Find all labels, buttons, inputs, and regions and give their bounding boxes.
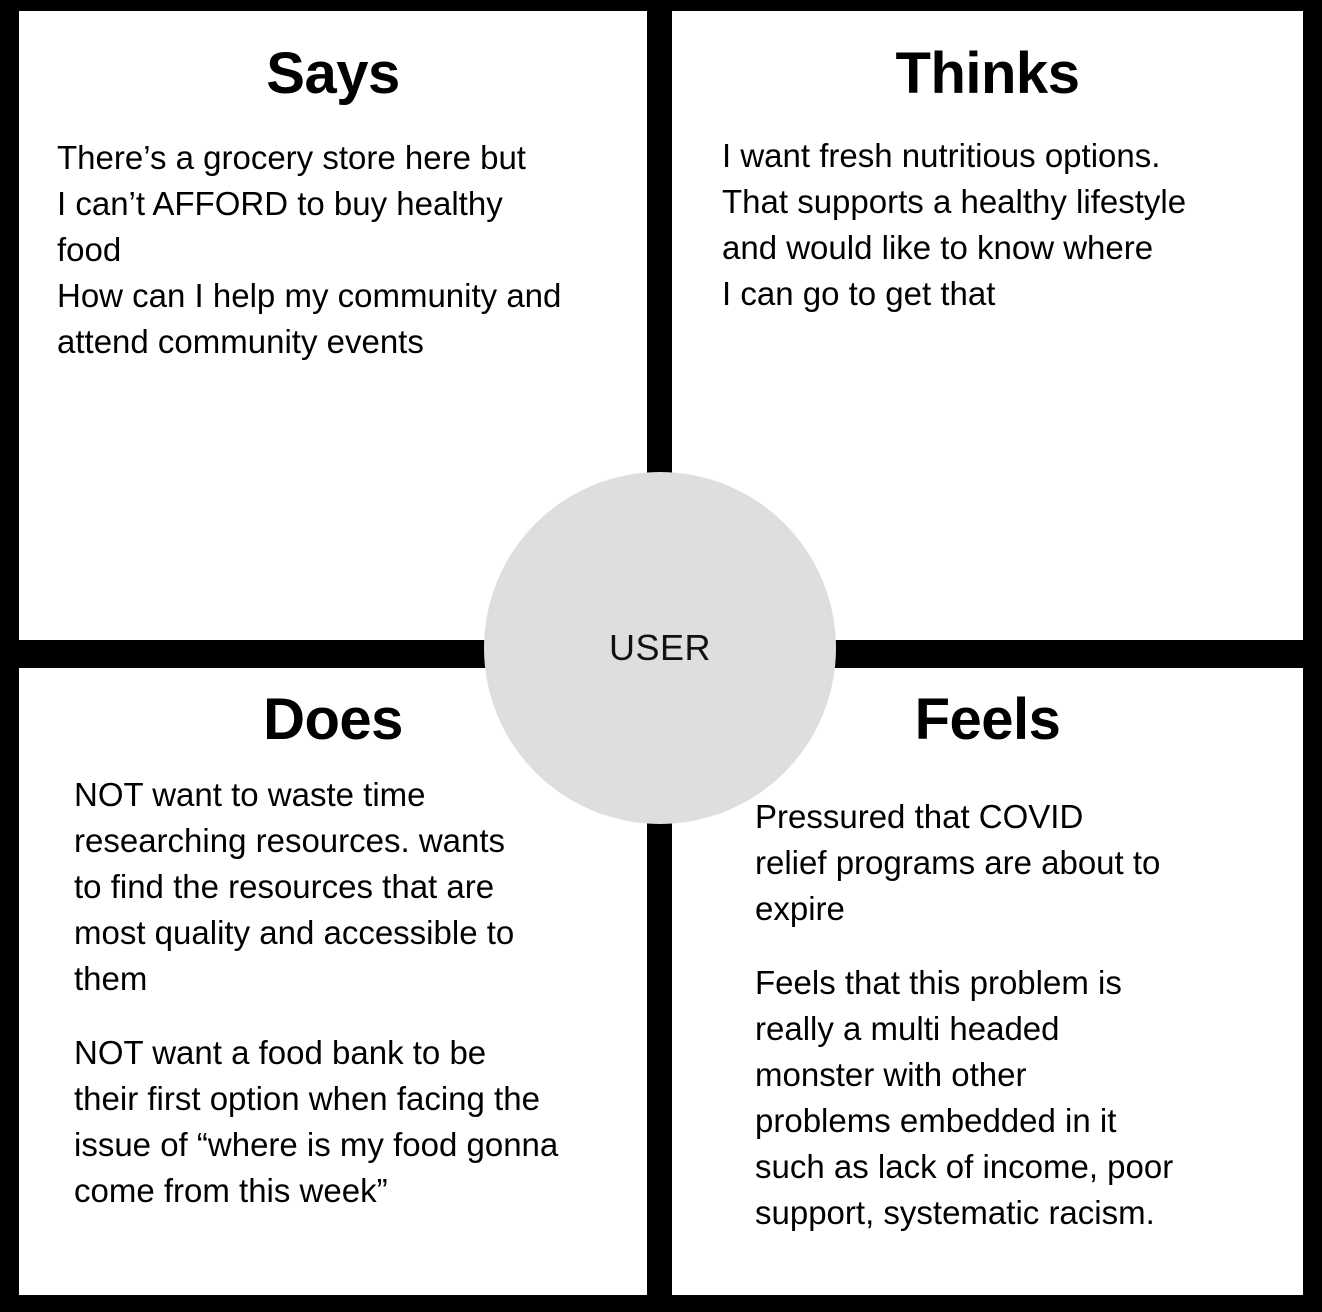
quadrant-title-feels: Feels (914, 687, 1061, 752)
quadrant-title-thinks: Thinks (895, 41, 1080, 106)
quadrant-says: Says There’s a grocery store here but I … (19, 11, 647, 640)
quadrant-body-says: There’s a grocery store here but I can’t… (57, 135, 637, 365)
quadrant-paragraph: Pressured that COVID relief programs are… (755, 798, 1161, 927)
quadrant-title-says: Says (266, 41, 400, 106)
quadrant-paragraph: NOT want a food bank to be their first o… (74, 1034, 559, 1209)
quadrant-body-feels: Pressured that COVID relief programs are… (755, 794, 1275, 1236)
quadrant-body-thinks: I want fresh nutritious options. That su… (722, 133, 1282, 317)
quadrant-paragraph: Feels that this problem is really a mult… (755, 964, 1174, 1231)
quadrant-paragraph: NOT want to waste time researching resou… (74, 776, 515, 997)
quadrant-paragraph: I want fresh nutritious options. That su… (722, 137, 1187, 312)
quadrant-does: Does NOT want to waste time researching … (19, 668, 647, 1295)
quadrant-title-does: Does (263, 687, 403, 752)
user-center-circle: USER (484, 472, 836, 824)
quadrant-paragraph: There’s a grocery store here but I can’t… (57, 139, 562, 360)
quadrant-body-does: NOT want to waste time researching resou… (74, 772, 644, 1214)
user-center-label: USER (608, 627, 712, 668)
